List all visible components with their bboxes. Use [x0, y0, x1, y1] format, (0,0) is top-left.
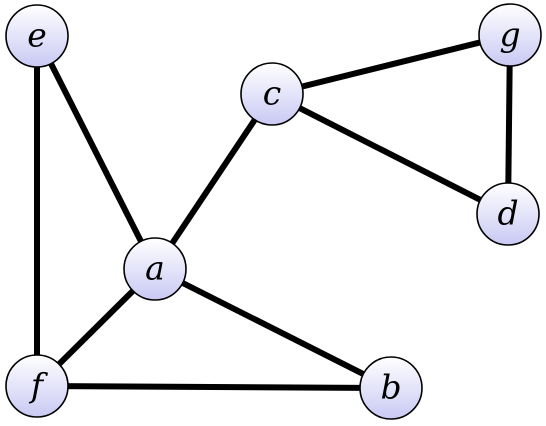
edge-a-b [153, 266, 393, 391]
node-label-e: e [27, 16, 47, 55]
node-a: a [123, 237, 187, 301]
node-circle-g [478, 3, 542, 67]
node-circle-e [5, 4, 69, 68]
node-label-d: d [497, 194, 518, 233]
node-circle-a [123, 237, 187, 301]
nodes-layer: a b c d e f g [5, 3, 542, 420]
node-circle-b [359, 356, 423, 420]
node-circle-c [240, 62, 304, 126]
edge-c-g [271, 32, 511, 97]
node-label-a: a [145, 249, 165, 288]
node-label-g: g [499, 15, 520, 54]
node-label-b: b [380, 368, 401, 407]
node-circle-d [476, 182, 540, 246]
node-g: g [478, 3, 542, 67]
edge-c-d [270, 91, 510, 217]
node-e: e [5, 4, 69, 68]
edge-e-a [34, 34, 158, 271]
node-c: c [240, 62, 304, 126]
node-f: f [5, 354, 69, 418]
node-b: b [359, 356, 423, 420]
node-circle-f [5, 354, 69, 418]
node-label-c: c [263, 74, 281, 113]
edge-a-c [152, 92, 275, 271]
node-d: d [476, 182, 540, 246]
edge-f-b [36, 383, 392, 391]
